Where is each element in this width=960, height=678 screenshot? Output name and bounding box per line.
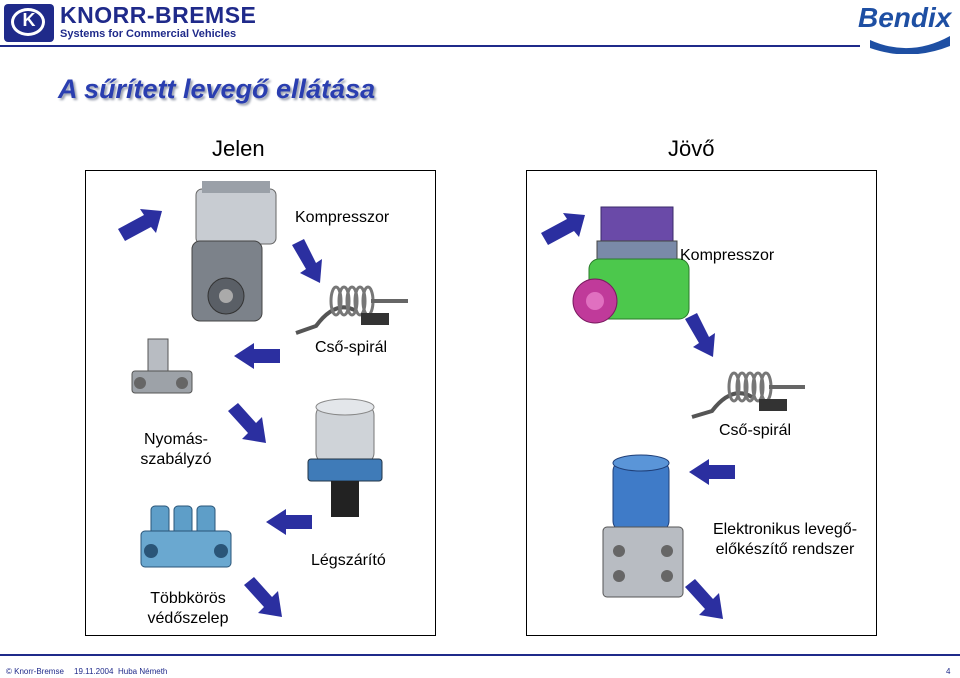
compressor-image <box>191 181 277 322</box>
future-panel <box>526 170 877 636</box>
future-coil-pipe-image <box>691 371 805 419</box>
flow-arrow-icon <box>244 577 282 617</box>
footer-date: 19.11.2004 <box>74 667 114 676</box>
flow-arrow-icon <box>234 343 280 369</box>
present-coil-label: Cső-spirál <box>315 339 388 356</box>
regulator-label: Nyomás- szabályzó <box>126 430 226 470</box>
regulator-label-line1: Nyomás- <box>143 431 208 448</box>
protection-valve-label-line2: védőszelep <box>147 610 229 627</box>
present-compressor-label: Kompresszor <box>295 209 390 226</box>
eapu-label-line1: Elektronikus levegő- <box>712 521 858 538</box>
protection-valve-label: Többkörös védőszelep <box>138 589 238 629</box>
flow-arrow-icon <box>228 403 266 443</box>
future-compressor-label: Kompresszor <box>680 247 775 264</box>
coil-pipe-image <box>295 285 408 335</box>
present-panel <box>85 170 436 636</box>
flow-arrow-icon <box>292 239 322 283</box>
footer-page-number: 4 <box>946 667 951 676</box>
future-flow-arrow-icon <box>685 313 715 357</box>
pressure-regulator-image <box>131 338 193 394</box>
protection-valve-image <box>140 505 232 568</box>
knorr-bremse-logo: K <box>4 4 54 42</box>
future-compressor-image <box>572 206 690 324</box>
future-flow-arrow-icon <box>541 213 585 245</box>
air-dryer-image <box>307 398 383 517</box>
present-heading: Jelen <box>212 136 265 161</box>
footer-divider <box>0 654 960 656</box>
future-flow-arrow-icon <box>685 579 723 619</box>
brand-tagline: Systems for Commercial Vehicles <box>60 28 237 40</box>
eapu-label: Elektronikus levegő- előkészítő rendszer <box>690 520 880 560</box>
protection-valve-label-line1: Többkörös <box>150 590 226 607</box>
eapu-image <box>602 454 684 598</box>
air-dryer-label: Légszárító <box>311 552 386 569</box>
regulator-label-line2: szabályzó <box>140 451 212 468</box>
future-heading: Jövő <box>668 136 715 161</box>
bendix-logo: Bendix <box>858 2 952 33</box>
flow-arrow-icon <box>118 209 162 241</box>
slide-title: A sűrített levegő ellátása <box>58 74 376 104</box>
eapu-label-line2: előkészítő rendszer <box>715 541 855 558</box>
logo-k-mark: K <box>22 10 36 30</box>
header-divider <box>0 45 860 47</box>
brand-name: KNORR-BREMSE <box>60 2 257 28</box>
future-coil-label: Cső-spirál <box>719 422 792 439</box>
flow-arrow-icon <box>266 509 312 535</box>
footer-copyright: © Knorr-Bremse <box>6 667 64 676</box>
bendix-swoosh-icon <box>870 36 950 54</box>
footer-author: Huba Németh <box>118 667 168 676</box>
future-flow-arrow-icon <box>689 459 735 485</box>
